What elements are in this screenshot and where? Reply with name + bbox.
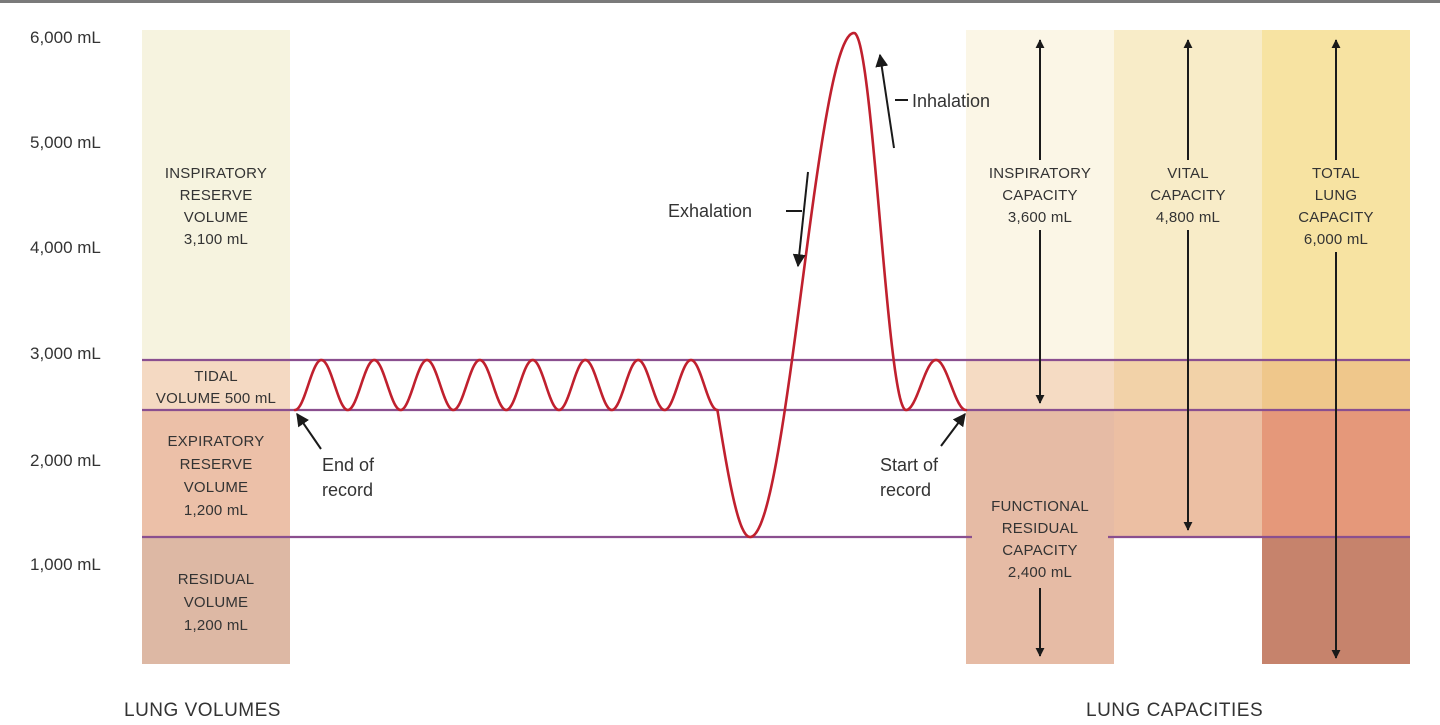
breathing-trace — [293, 31, 968, 539]
svg-text:CAPACITY: CAPACITY — [1298, 209, 1374, 226]
svg-text:CAPACITY: CAPACITY — [1002, 542, 1078, 559]
tv-label: TIDAL VOLUME 500 mL — [156, 368, 276, 407]
rv-bar — [142, 537, 290, 664]
svg-text:RESIDUAL: RESIDUAL — [178, 571, 255, 588]
svg-text:VOLUME 500 mL: VOLUME 500 mL — [156, 390, 276, 407]
frc-label: FUNCTIONAL RESIDUAL CAPACITY 2,400 mL — [991, 498, 1089, 581]
irv-bar — [142, 30, 290, 360]
tlc-label-bg — [1276, 160, 1396, 252]
tv-bar — [142, 360, 290, 410]
top-border — [0, 0, 1440, 3]
vc-label: VITAL CAPACITY 4,800 mL — [1150, 165, 1226, 226]
y-tick-2000: 2,000 mL — [30, 451, 101, 470]
svg-text:RESERVE: RESERVE — [180, 456, 253, 473]
svg-text:RESERVE: RESERVE — [180, 187, 253, 204]
svg-text:VOLUME: VOLUME — [184, 594, 249, 611]
vc-label-bg — [1128, 160, 1248, 230]
svg-text:4,800 mL: 4,800 mL — [1156, 209, 1220, 226]
rv-label: RESIDUAL VOLUME 1,200 mL — [178, 571, 255, 634]
erv-bar — [142, 410, 290, 537]
svg-text:INSPIRATORY: INSPIRATORY — [989, 165, 1091, 182]
end-of-record-label: End of record — [322, 455, 375, 500]
svg-text:CAPACITY: CAPACITY — [1150, 187, 1226, 204]
svg-text:2,400 mL: 2,400 mL — [1008, 564, 1072, 581]
svg-text:record: record — [322, 480, 373, 500]
svg-text:Start of: Start of — [880, 455, 939, 475]
svg-text:1,200 mL: 1,200 mL — [184, 502, 248, 519]
tlc-label: TOTAL LUNG CAPACITY 6,000 mL — [1298, 165, 1374, 248]
svg-text:FUNCTIONAL: FUNCTIONAL — [991, 498, 1089, 515]
svg-text:1,200 mL: 1,200 mL — [184, 617, 248, 634]
lung-volumes-heading: LUNG VOLUMES — [124, 700, 281, 721]
svg-text:3,100 mL: 3,100 mL — [184, 231, 248, 248]
y-tick-1000: 1,000 mL — [30, 555, 101, 574]
svg-text:RESIDUAL: RESIDUAL — [1002, 520, 1079, 537]
svg-text:TIDAL: TIDAL — [194, 368, 238, 385]
exhalation-label: Exhalation — [668, 201, 752, 221]
y-tick-4000: 4,000 mL — [30, 238, 101, 257]
start-of-record-arrow — [940, 412, 966, 447]
svg-text:record: record — [880, 480, 931, 500]
svg-text:End of: End of — [322, 455, 375, 475]
erv-label: EXPIRATORY RESERVE VOLUME 1,200 mL — [167, 433, 264, 519]
lung-capacities-heading: LUNG CAPACITIES — [1086, 700, 1263, 721]
svg-text:TOTAL: TOTAL — [1312, 165, 1360, 182]
svg-text:INSPIRATORY: INSPIRATORY — [165, 165, 267, 182]
inhalation-arrow — [875, 53, 895, 149]
y-tick-6000: 6,000 mL — [30, 28, 101, 47]
y-tick-3000: 3,000 mL — [30, 344, 101, 363]
inhalation-label: Inhalation — [912, 91, 990, 111]
svg-text:3,600 mL: 3,600 mL — [1008, 209, 1072, 226]
start-of-record-label: Start of record — [880, 455, 939, 500]
irv-label: INSPIRATORY RESERVE VOLUME 3,100 mL — [165, 165, 267, 248]
svg-text:6,000 mL: 6,000 mL — [1304, 231, 1368, 248]
exhalation-arrow — [792, 171, 809, 268]
ic-label-bg — [972, 160, 1108, 230]
svg-text:VITAL: VITAL — [1167, 165, 1209, 182]
svg-text:VOLUME: VOLUME — [184, 479, 249, 496]
svg-text:LUNG: LUNG — [1315, 187, 1357, 204]
frc-label-bg — [972, 492, 1108, 586]
y-tick-5000: 5,000 mL — [30, 133, 101, 152]
svg-text:VOLUME: VOLUME — [184, 209, 249, 226]
end-of-record-arrow — [296, 412, 322, 450]
svg-text:CAPACITY: CAPACITY — [1002, 187, 1078, 204]
ic-label: INSPIRATORY CAPACITY 3,600 mL — [989, 165, 1091, 226]
svg-text:EXPIRATORY: EXPIRATORY — [167, 433, 264, 450]
